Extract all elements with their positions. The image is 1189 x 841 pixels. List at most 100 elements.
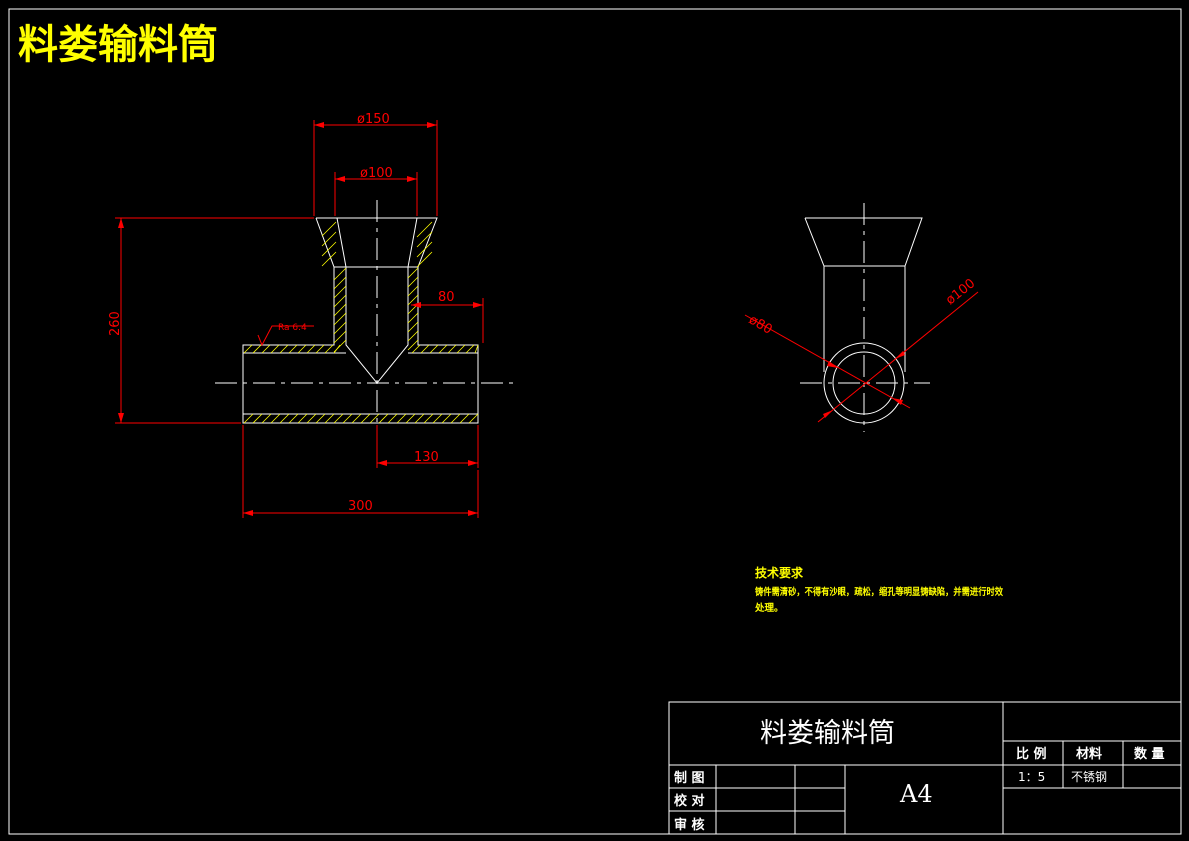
hatch-line — [297, 413, 308, 424]
hatch-line — [416, 251, 433, 268]
hatch-line — [407, 321, 419, 333]
hatch-line — [288, 344, 298, 354]
hatch-line — [321, 241, 337, 257]
hatch-line — [324, 344, 334, 354]
tech-heading: 技术要求 — [755, 565, 804, 580]
tb-material-header: 材料 — [1076, 746, 1102, 762]
hatch-line — [279, 413, 290, 424]
hatch-line — [447, 344, 457, 354]
hatch-line — [456, 344, 466, 354]
tb-sheet-size: A4 — [899, 780, 933, 808]
hatch-line — [360, 413, 371, 424]
roughness-label: Ra 6.4 — [278, 323, 307, 333]
hatch-line — [351, 413, 362, 424]
hatch-line — [407, 294, 419, 306]
hatch-line — [423, 413, 434, 424]
dim-arrow — [827, 361, 838, 368]
hatch-line — [407, 312, 419, 324]
hatch-line — [441, 413, 452, 424]
hatch-line — [468, 413, 479, 424]
hatch-line — [279, 344, 289, 354]
dim-arrow — [314, 122, 324, 128]
technical-requirements: 技术要求 铸件需清砂，不得有沙眼，疏松，缩孔等明显铸缺陷，并需进行时效 处理。 — [754, 565, 1003, 614]
dim-arrow — [468, 460, 478, 466]
dim-arrow — [407, 176, 417, 182]
hatch-line — [411, 344, 421, 354]
hatch-line — [416, 231, 433, 248]
hatch-line — [396, 413, 407, 424]
side-view: ø80 ø100 — [744, 203, 979, 432]
title-block: 料娄输料筒 A4 比 例 材料 数 量 1：5 不锈钢 制 图 校 对 审 核 — [668, 701, 1182, 835]
hatch-line — [407, 267, 419, 279]
hatch-line — [252, 413, 263, 424]
front-view: Ra 6.4 — [215, 200, 515, 430]
tb-checked-label: 校 对 — [674, 793, 705, 809]
dim-branch-length: 80 — [438, 290, 455, 305]
hatch-line — [333, 312, 347, 326]
hatch-line — [420, 344, 430, 354]
front-view-dimensions: ø150 ø100 80 260 130 300 — [108, 112, 484, 518]
hatch-line — [387, 413, 398, 424]
tb-scale-value: 1：5 — [1018, 770, 1045, 784]
hatch-line — [407, 339, 419, 351]
hatch-line — [333, 339, 347, 353]
hatch-line — [315, 413, 326, 424]
hatch-line — [414, 413, 425, 424]
dim-arrow — [118, 413, 124, 423]
hatch-line — [306, 344, 316, 354]
tech-line-1: 铸件需清砂，不得有沙眼，疏松，缩孔等明显铸缺陷，并需进行时效 — [755, 586, 1003, 598]
hatch-line — [369, 413, 380, 424]
dim-side-large-diameter: ø100 — [943, 276, 978, 308]
drawing-title: 料娄输料筒 — [18, 22, 218, 68]
hatch-line — [342, 413, 353, 424]
hatch-line — [465, 344, 475, 354]
hatch-line — [333, 321, 347, 335]
hatch-line — [407, 285, 419, 297]
dim-arrow — [335, 176, 345, 182]
hatch-line — [333, 330, 347, 344]
hatch-line — [243, 344, 253, 354]
dim-line-side-small — [744, 314, 911, 409]
hatch-line — [333, 285, 347, 299]
hatch-line — [450, 413, 461, 424]
hatch-line — [288, 413, 299, 424]
tb-part-name: 料娄输料筒 — [760, 718, 895, 749]
title-block-frame — [668, 701, 1182, 835]
hatch-line — [438, 344, 448, 354]
hatch-line — [432, 413, 443, 424]
hatch-line — [270, 413, 281, 424]
hatch-line — [270, 344, 280, 354]
section-hatching — [243, 221, 479, 424]
hatch-line — [405, 413, 416, 424]
hatch-line — [407, 330, 419, 342]
roughness-symbol — [257, 325, 314, 347]
hatch-line — [261, 413, 272, 424]
dim-arrow — [243, 510, 253, 516]
front-view-outline — [242, 217, 479, 424]
tb-approved-label: 审 核 — [674, 817, 705, 833]
hatch-line — [333, 413, 344, 424]
tb-scale-header: 比 例 — [1016, 746, 1047, 762]
hatch-line — [378, 413, 389, 424]
dim-arrow — [823, 410, 833, 418]
dim-arrow — [892, 398, 903, 405]
hatch-line — [324, 413, 335, 424]
hatch-line — [333, 303, 347, 317]
dim-arrow — [473, 302, 483, 308]
dim-height: 260 — [108, 311, 123, 336]
dim-outer-top-diameter: ø150 — [357, 112, 390, 127]
dim-arrow — [118, 218, 124, 228]
tb-material-value: 不锈钢 — [1071, 770, 1107, 784]
tb-quantity-header: 数 量 — [1134, 746, 1165, 762]
dim-arrow — [377, 460, 387, 466]
hatch-line — [416, 221, 433, 238]
hatch-line — [315, 344, 325, 354]
hatch-line — [306, 413, 317, 424]
drawing-border — [8, 8, 1182, 835]
hatch-line — [333, 294, 347, 308]
hatch-line — [474, 344, 479, 354]
dim-inner-top-diameter: ø100 — [360, 166, 393, 181]
hatch-line — [321, 231, 337, 247]
hatch-line — [243, 413, 254, 424]
hatch-line — [321, 251, 337, 267]
